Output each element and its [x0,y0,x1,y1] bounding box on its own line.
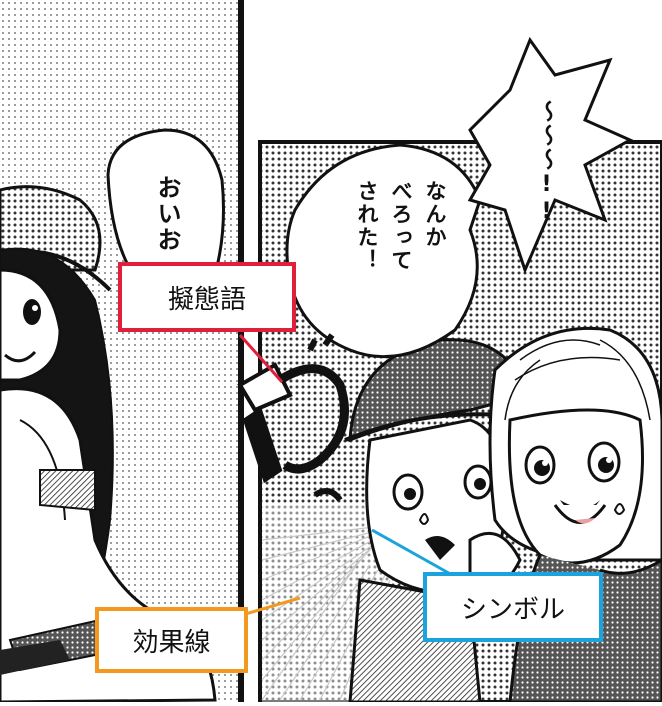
giongo-leader-line [238,334,284,383]
left-bubble-text: おいお [153,175,181,253]
giongo-label: 擬態語 [118,262,296,332]
center-bubble-text: なんか べろって された！ [330,180,450,330]
right-bubble-text: 〜〜〜!! [534,100,559,226]
effect-lines-label: 効果線 [95,607,248,673]
sfx-text: ばっ [0,0,1,1]
left-character-face [0,268,62,382]
panel-border-vertical [238,0,244,702]
symbol-label: シンボル [423,572,603,642]
girl-face [507,408,644,565]
center-bubble-line-1: なんか [423,180,447,249]
center-bubble-line-3: された！ [355,180,379,272]
right-shout-bubble [467,36,634,275]
sweat-drop-symbol [418,513,430,525]
center-bubble-line-2: べろって [389,180,413,272]
